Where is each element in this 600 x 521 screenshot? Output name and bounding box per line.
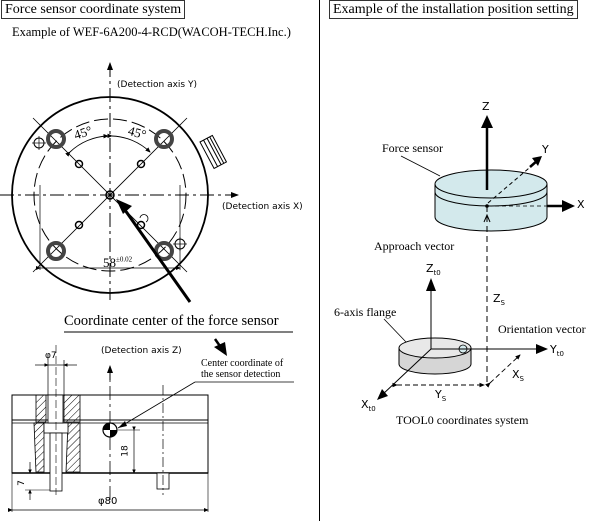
left-panel-title: Force sensor coordinate system xyxy=(1,0,186,19)
six-axis-flange-label: 6-axis flange xyxy=(334,305,397,319)
offset-ys-letter: Y xyxy=(435,388,442,401)
dimension-phi7-label: φ7 xyxy=(45,351,57,361)
flange-z-axis-label: Zt0 xyxy=(426,262,441,277)
detection-axis-z-label: (Detection axis Z) xyxy=(101,346,182,356)
coordinate-center-heading: Coordinate center of the force sensor xyxy=(64,313,279,329)
offset-ys-sub: S xyxy=(441,395,447,404)
dimension-58-label: 58±0.02 xyxy=(103,255,132,271)
center-coordinate-callout-line2: the sensor detection xyxy=(201,369,281,380)
detection-axis-x-label: (Detection axis X) xyxy=(222,202,303,212)
dimension-58-value: 58 xyxy=(103,255,116,270)
offset-zs-label: ZS xyxy=(493,292,505,307)
flange-x-axis-letter: X xyxy=(361,398,369,411)
left-panel-subtitle: Example of WEF-6A200-4-RCD(WACOH-TECH.In… xyxy=(12,25,291,39)
center-coordinate-callout-line1: Center coordinate of xyxy=(201,358,284,369)
flange-x-axis-label: Xt0 xyxy=(361,398,376,413)
flange-z-axis-sub: t0 xyxy=(433,269,441,278)
sensor-z-axis-label: Z xyxy=(482,100,490,113)
offset-xs-letter: X xyxy=(512,368,520,381)
offset-ys-label: YS xyxy=(435,388,446,403)
offset-xs-sub: S xyxy=(519,375,524,384)
coordinate-center-arrow xyxy=(118,202,192,303)
flange-y-axis-label: Yt0 xyxy=(550,343,564,358)
dimension-18-label: 18 xyxy=(120,445,131,457)
offset-zs-letter: Z xyxy=(493,292,501,305)
dimension-7-label: 7 xyxy=(16,480,27,486)
center-hole xyxy=(105,190,115,200)
flange-y-axis-sub: t0 xyxy=(556,350,564,359)
six-axis-flange-cylinder xyxy=(398,337,472,375)
force-sensor-label: Force sensor xyxy=(382,141,443,155)
dimension-58-tolerance: ±0.02 xyxy=(116,255,133,264)
force-sensor-cylinder xyxy=(434,169,548,232)
offset-zs-sub: S xyxy=(500,299,505,308)
panel-divider xyxy=(319,0,320,521)
sensor-y-axis-label: Y xyxy=(542,143,549,156)
offset-xs-label: XS xyxy=(512,368,524,383)
cable-connector-icon xyxy=(199,134,228,170)
sensor-x-axis-label: X xyxy=(577,198,585,211)
mounting-holes xyxy=(46,129,174,261)
flange-y-axis-letter: Y xyxy=(550,343,557,356)
right-panel-title: Example of the installation position set… xyxy=(329,0,578,19)
orientation-vector-label: Orientation vector xyxy=(498,322,586,336)
approach-vector-label: Approach vector xyxy=(374,239,455,253)
flange-x-axis-sub: t0 xyxy=(368,405,376,414)
sensor-side-view-drawing xyxy=(8,345,294,512)
flange-z-axis-letter: Z xyxy=(426,262,434,275)
dimension-phi80-label: φ80 xyxy=(98,496,118,507)
tool0-caption: TOOL0 coordinates system xyxy=(396,413,529,427)
detection-axis-y-label: (Detection axis Y) xyxy=(117,80,197,90)
